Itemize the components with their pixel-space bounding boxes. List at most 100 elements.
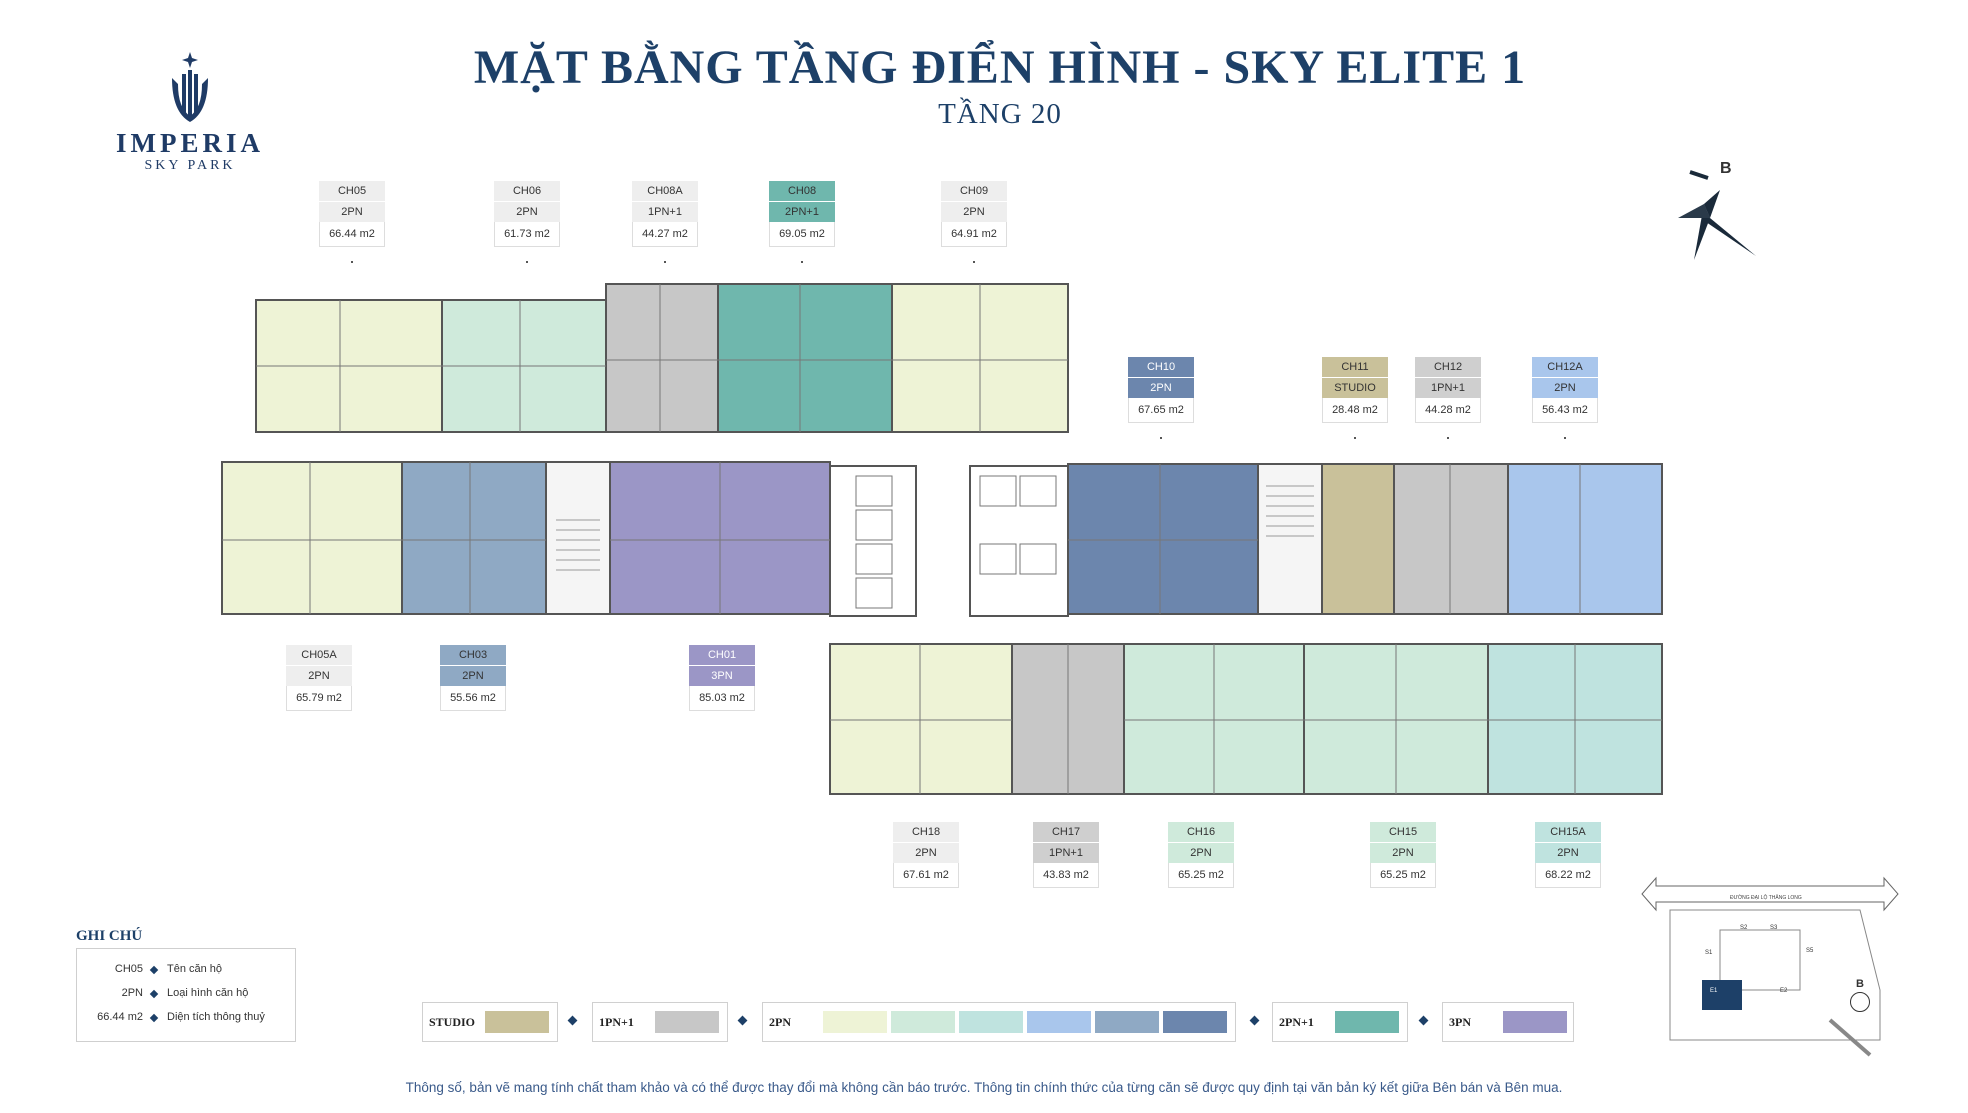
unit-name: CH06	[494, 181, 560, 201]
unit-label-CH09: CH09 2PN 64.91 m2	[941, 181, 1007, 263]
unit-name: CH15	[1370, 822, 1436, 842]
unit-area: 67.61 m2	[893, 863, 959, 888]
unit-area: 55.56 m2	[440, 686, 506, 711]
unit-label-CH12: CH12 1PN+1 44.28 m2	[1415, 357, 1481, 439]
unit-CH10[interactable]	[1067, 463, 1259, 615]
unit-label-CH17: CH17 1PN+1 43.83 m2	[1033, 822, 1099, 888]
unit-type: 2PN	[1128, 377, 1194, 398]
site-key-map: ĐƯỜNG ĐẠI LỘ THĂNG LONG S1 S2 S3 S5 E1 E…	[1630, 870, 1910, 1060]
page-title: MẶT BẰNG TẦNG ĐIỂN HÌNH - SKY ELITE 1	[473, 41, 1527, 94]
unit-type: 1PN+1	[632, 201, 698, 222]
unit-area: 65.79 m2	[286, 686, 352, 711]
unit-type: 2PN	[319, 201, 385, 222]
stair-core-right	[1257, 463, 1323, 615]
unit-name: CH12A	[1532, 357, 1598, 377]
unit-type: 2PN	[494, 201, 560, 222]
unit-type: 2PN	[1168, 842, 1234, 863]
logo: IMPERIA SKY PARK	[100, 50, 280, 180]
unit-label-CH08: CH08 2PN+1 69.05 m2	[769, 181, 835, 263]
unit-name: CH15A	[1535, 822, 1601, 842]
compass-label: B	[1720, 160, 1732, 177]
unit-label-CH05A: CH05A 2PN 65.79 m2	[286, 645, 352, 711]
unit-CH08[interactable]	[717, 283, 893, 433]
unit-area: 44.27 m2	[632, 222, 698, 247]
unit-label-CH11: CH11 STUDIO 28.48 m2	[1322, 357, 1388, 439]
unit-label-CH08A: CH08A 1PN+1 44.27 m2	[632, 181, 698, 263]
unit-name: CH18	[893, 822, 959, 842]
unit-label-CH18: CH18 2PN 67.61 m2	[893, 822, 959, 888]
unit-area: 85.03 m2	[689, 686, 755, 711]
unit-area: 44.28 m2	[1415, 398, 1481, 423]
keymap-label: E1	[1710, 988, 1718, 994]
unit-name: CH16	[1168, 822, 1234, 842]
unit-label-CH05: CH05 2PN 66.44 m2	[319, 181, 385, 263]
keymap-road-label: ĐƯỜNG ĐẠI LỘ THĂNG LONG	[1730, 895, 1802, 901]
keymap-label: S3	[1770, 925, 1778, 931]
colorbar-3pn: 3PN	[1442, 1002, 1574, 1042]
unit-name: CH08	[769, 181, 835, 201]
unit-name: CH11	[1322, 357, 1388, 377]
legend-box: CH05 Tên căn hộ 2PN Loại hình căn hộ 66.…	[76, 948, 296, 1042]
unit-name: CH17	[1033, 822, 1099, 842]
colorbar-label: 3PN	[1449, 1015, 1471, 1029]
colorbar-studio: STUDIO	[422, 1002, 558, 1042]
unit-name: CH12	[1415, 357, 1481, 377]
unit-area: 43.83 m2	[1033, 863, 1099, 888]
unit-area: 64.91 m2	[941, 222, 1007, 247]
unit-area: 61.73 m2	[494, 222, 560, 247]
unit-type: 2PN	[1532, 377, 1598, 398]
unit-CH11[interactable]	[1321, 463, 1395, 615]
keymap-label: S5	[1806, 948, 1814, 954]
unit-area: 66.44 m2	[319, 222, 385, 247]
legend-value: Loại hình căn hộ	[167, 987, 249, 999]
unit-area: 56.43 m2	[1532, 398, 1598, 423]
legend-key: 2PN	[121, 987, 143, 999]
unit-type: 1PN+1	[1415, 377, 1481, 398]
unit-label-CH15A: CH15A 2PN 68.22 m2	[1535, 822, 1601, 888]
unit-area: 69.05 m2	[769, 222, 835, 247]
legend-row: 66.44 m2 Diện tích thông thuỷ	[77, 1011, 295, 1029]
legend-value: Diện tích thông thuỷ	[167, 1011, 265, 1023]
unit-type: 2PN+1	[769, 201, 835, 222]
unit-CH05A[interactable]	[221, 461, 403, 615]
unit-CH18[interactable]	[829, 643, 1013, 795]
unit-type: STUDIO	[1322, 377, 1388, 398]
colorbar-label: STUDIO	[429, 1015, 476, 1029]
unit-label-CH15: CH15 2PN 65.25 m2	[1370, 822, 1436, 888]
floor-subtitle: TẦNG 20	[938, 98, 1062, 130]
keymap-north-label: B	[1856, 978, 1864, 990]
logo-emblem	[172, 52, 208, 122]
unit-CH03[interactable]	[401, 461, 547, 615]
legend-title: GHI CHÚ	[76, 928, 143, 944]
unit-CH08A[interactable]	[605, 283, 719, 433]
unit-type: 2PN	[1535, 842, 1601, 863]
unit-area: 65.25 m2	[1370, 863, 1436, 888]
unit-area: 65.25 m2	[1168, 863, 1234, 888]
legend-row: 2PN Loại hình căn hộ	[77, 987, 295, 1005]
unit-area: 67.65 m2	[1128, 398, 1194, 423]
colorbar-label: 1PN+1	[599, 1015, 634, 1029]
legend-value: Tên căn hộ	[167, 963, 223, 975]
unit-area: 28.48 m2	[1322, 398, 1388, 423]
unit-label-CH10: CH10 2PN 67.65 m2	[1128, 357, 1194, 439]
unit-name: CH08A	[632, 181, 698, 201]
unit-label-CH01: CH01 3PN 85.03 m2	[689, 645, 755, 711]
legend-key: 66.44 m2	[97, 1011, 143, 1023]
unit-CH12[interactable]	[1393, 463, 1509, 615]
unit-type: 2PN	[1370, 842, 1436, 863]
unit-label-CH16: CH16 2PN 65.25 m2	[1168, 822, 1234, 888]
unit-name: CH05	[319, 181, 385, 201]
unit-CH12A[interactable]	[1507, 463, 1663, 615]
unit-type: 2PN	[286, 665, 352, 686]
brand-subtitle: SKY PARK	[144, 158, 236, 173]
unit-name: CH03	[440, 645, 506, 665]
colorbar-2pn1: 2PN+1	[1272, 1002, 1408, 1042]
unit-type: 1PN+1	[1033, 842, 1099, 863]
unit-area: 68.22 m2	[1535, 863, 1601, 888]
keymap-label: S2	[1740, 925, 1748, 931]
colorbar-label: 2PN+1	[1279, 1015, 1314, 1029]
brand-name: IMPERIA	[116, 128, 264, 158]
legend-key: CH05	[114, 963, 143, 975]
unit-type: 2PN	[440, 665, 506, 686]
